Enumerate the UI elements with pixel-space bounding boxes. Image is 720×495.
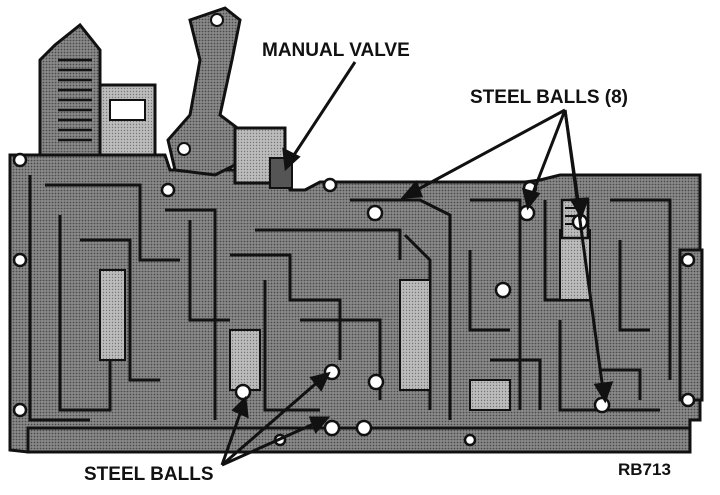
steel-balls-top-label: STEEL BALLS (8) [470, 87, 628, 108]
steel-ball [323, 419, 341, 437]
steel-ball [355, 419, 373, 437]
steel-ball [494, 281, 512, 299]
spring-assembly [38, 22, 157, 157]
mounting-holes [12, 152, 696, 447]
manual-valve-lever [166, 6, 293, 189]
steel-balls-lower [234, 363, 385, 437]
steel-ball [234, 383, 252, 401]
steel-ball [367, 373, 385, 391]
valve-body [8, 153, 704, 454]
steel-ball [593, 396, 611, 414]
leader-lines [220, 61, 614, 467]
channel-highlights [99, 229, 591, 411]
manual-valve-label: MANUAL VALVE [262, 40, 410, 61]
steel-balls-bottom-label: STEEL BALLS [84, 464, 214, 485]
steel-ball [366, 204, 384, 222]
figure-code: RB713 [618, 460, 671, 479]
